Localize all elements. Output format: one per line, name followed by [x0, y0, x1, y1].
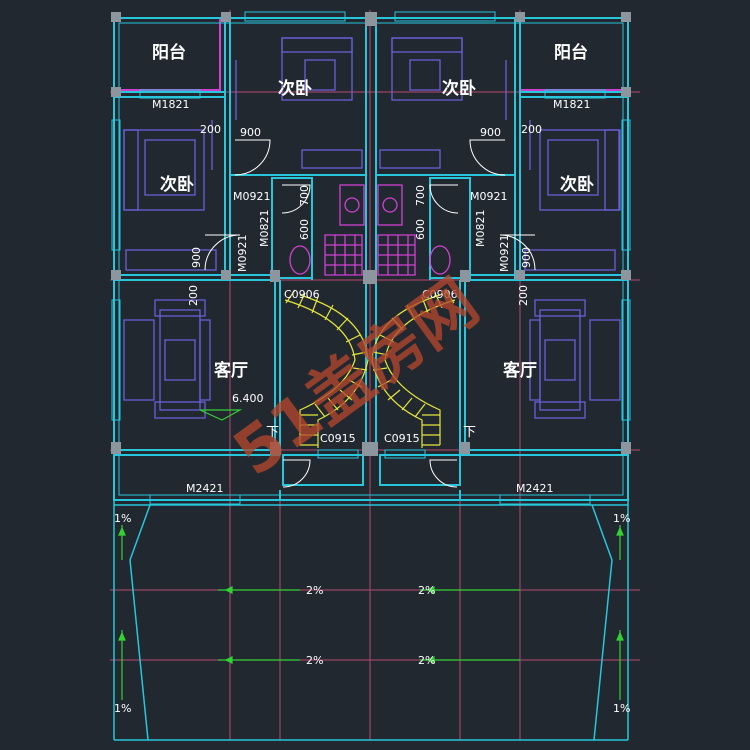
door-code-labels: M1821 M1821 M0921 M0921 M0921 M0821 M082… — [152, 98, 591, 495]
dim-900-v-left: 900 — [190, 247, 203, 268]
elevation-marker — [199, 409, 243, 421]
slope-labels: 1% 1% 1% 1% 2% 2% 2% 2% — [114, 512, 630, 715]
dim-600-left: 600 — [298, 219, 311, 240]
slope-label-4: 1% — [613, 702, 630, 715]
dim-900-v-right: 900 — [520, 247, 533, 268]
structural-columns — [111, 12, 631, 456]
window-code-c0906-left: C0906 — [284, 288, 320, 301]
slope-label-r2: 2% — [418, 584, 435, 597]
slope-label-1: 1% — [114, 512, 131, 525]
door-code-m0821-left: M0821 — [258, 210, 271, 248]
door-code-m0921-left-a: M0921 — [233, 190, 271, 203]
door-code-m1821-left: M1821 — [152, 98, 190, 111]
carport-outline — [113, 500, 629, 741]
door-code-m1821-right: M1821 — [553, 98, 591, 111]
slope-label-r4: 2% — [418, 654, 435, 667]
door-code-m2421-right: M2421 — [516, 482, 554, 495]
bathroom-fixtures — [289, 184, 451, 276]
bedroom-top-right-label: 次卧 — [442, 78, 476, 99]
living-left-label: 客厅 — [213, 360, 248, 381]
bedroom-furniture — [123, 37, 621, 271]
stair-down-left: 下 — [266, 425, 279, 440]
balcony-left-label: 阳台 — [152, 42, 186, 63]
bedroom-mid-right-label: 次卧 — [560, 174, 594, 195]
dim-900-right: 900 — [480, 126, 501, 139]
balcony-right-label: 阳台 — [554, 42, 588, 63]
slope-arrows — [118, 525, 624, 700]
watermark: 51盖房网 — [221, 266, 492, 491]
dim-200-d: 200 — [517, 285, 530, 306]
bedroom-mid-left-label: 次卧 — [160, 174, 194, 195]
door-code-m0921-right-b: M0921 — [498, 235, 511, 273]
window-code-labels: C0906 C0906 C0915 C0915 — [284, 288, 458, 445]
stair-down-right: 下 — [463, 425, 476, 440]
dim-700-right: 700 — [414, 185, 427, 206]
balcony-outlines — [113, 17, 629, 91]
elevation-label: 6.400 — [232, 392, 264, 405]
dim-200-a: 200 — [200, 123, 221, 136]
window-code-c0906-right: C0906 — [422, 288, 458, 301]
staircase-right — [371, 289, 456, 448]
slope-label-3: 1% — [114, 702, 131, 715]
slope-label-r3: 2% — [306, 654, 323, 667]
dim-700-left: 700 — [298, 185, 311, 206]
dimension-labels: 900 900 200 200 200 200 700 700 600 600 … — [187, 123, 542, 306]
window-strips — [111, 11, 631, 505]
dim-200-b: 200 — [521, 123, 542, 136]
door-code-m0821-right: M0821 — [474, 210, 487, 248]
living-furniture — [123, 299, 621, 419]
slope-label-r1: 2% — [306, 584, 323, 597]
dim-900-left: 900 — [240, 126, 261, 139]
window-code-c0915-right: C0915 — [384, 432, 420, 445]
dim-200-c: 200 — [187, 285, 200, 306]
slope-label-2: 1% — [613, 512, 630, 525]
living-right-label: 客厅 — [502, 360, 537, 381]
door-code-m0921-right-a: M0921 — [470, 190, 508, 203]
door-code-m0921-left-b: M0921 — [236, 235, 249, 273]
window-code-c0915-left: C0915 — [320, 432, 356, 445]
staircase-left — [284, 289, 369, 448]
room-labels: 阳台 阳台 次卧 次卧 次卧 次卧 客厅 客厅 — [152, 42, 594, 381]
door-code-m2421-left: M2421 — [186, 482, 224, 495]
bedroom-top-left-label: 次卧 — [278, 78, 312, 99]
door-swings — [204, 139, 536, 488]
dim-600-right: 600 — [414, 219, 427, 240]
